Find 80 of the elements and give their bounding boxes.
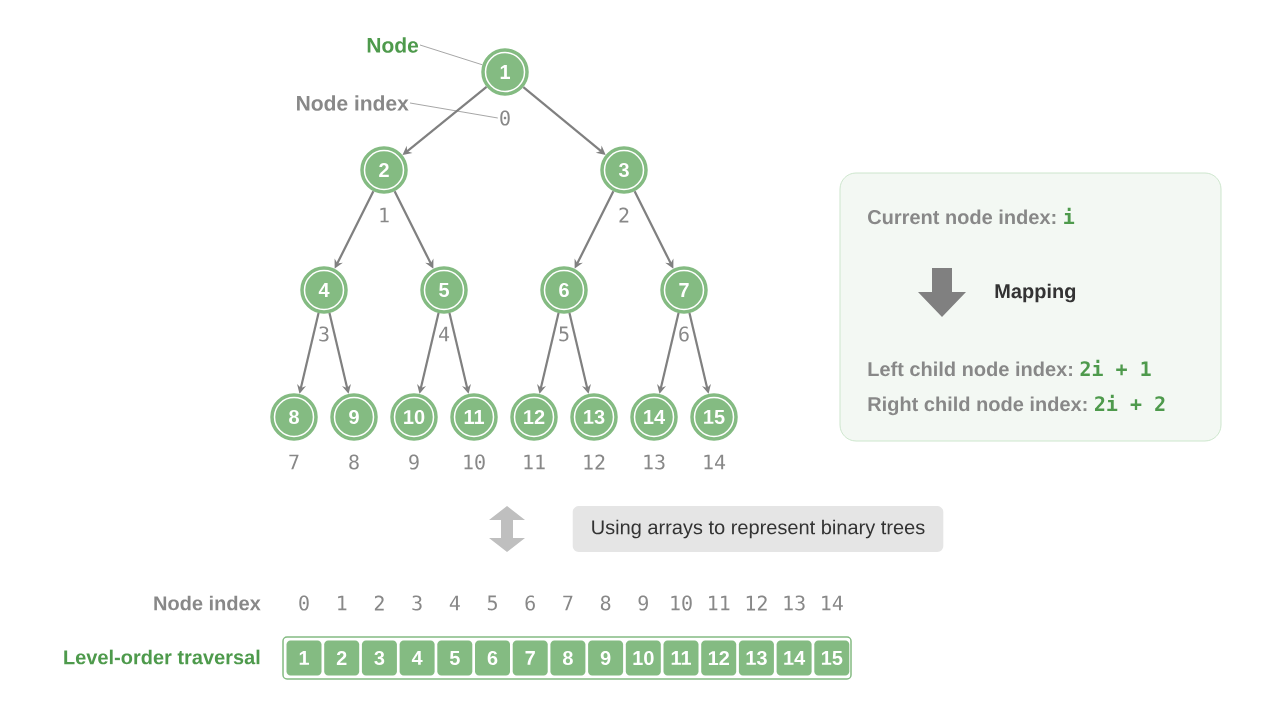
array-cell: 12 — [701, 640, 737, 676]
row-heading: Node index — [154, 595, 261, 611]
tree-node: 15 — [690, 393, 738, 441]
index-label: 3 — [319, 326, 329, 342]
tree-node: 9 — [330, 393, 378, 441]
index-label: 7 — [563, 595, 573, 611]
node-label: 5 — [449, 651, 460, 665]
array-cell: 1 — [286, 640, 322, 676]
arrow — [522, 86, 606, 155]
index-label: 10 — [464, 454, 485, 470]
index-label: 0 — [299, 595, 309, 611]
index-label: 2 — [374, 595, 384, 611]
index-label: 13 — [644, 454, 665, 470]
array-cell: 5 — [437, 640, 473, 676]
index-label: 2 — [619, 207, 629, 223]
panel-text: Left child node index: 2i + 1 — [868, 359, 1151, 377]
tree-node: 10 — [390, 393, 438, 441]
index-label: 13 — [784, 595, 805, 611]
index-label: 9 — [409, 454, 419, 470]
tree-node: 11 — [450, 393, 498, 441]
tree-node: 14 — [630, 393, 678, 441]
node-label: 12 — [708, 651, 730, 665]
index-label: 5 — [559, 326, 569, 342]
array-cell: 10 — [625, 640, 661, 676]
array-cell: 6 — [475, 640, 510, 676]
array-cell: 8 — [550, 640, 586, 676]
leader-line — [409, 102, 499, 119]
tree-node: 2 — [360, 146, 408, 194]
index-label: 4 — [439, 326, 450, 342]
tree-node: 12 — [510, 393, 558, 441]
node-label: Node index — [297, 95, 409, 111]
index-label: 8 — [600, 595, 611, 611]
tree-node: 5 — [420, 266, 468, 314]
array-cell: 15 — [814, 640, 850, 676]
index-label: 7 — [289, 454, 299, 470]
row-heading: Level-order traversal — [64, 649, 260, 665]
tree-node: 13 — [570, 393, 618, 441]
index-label: 1 — [380, 207, 389, 223]
index-label: 14 — [704, 454, 726, 470]
tree-node: 1 — [481, 48, 529, 96]
node-label: 9 — [600, 650, 611, 666]
index-label: 8 — [349, 454, 359, 470]
array-cell: 7 — [512, 640, 548, 676]
node-label: 13 — [746, 650, 767, 666]
index-label: 11 — [709, 595, 730, 611]
index-label: 12 — [746, 595, 767, 611]
index-label: 6 — [679, 326, 689, 342]
array-cell: 2 — [324, 640, 360, 676]
node-label: 3 — [374, 650, 385, 666]
array-cell: 3 — [361, 640, 397, 676]
array-cell: 4 — [399, 640, 435, 676]
index-label: 14 — [822, 595, 843, 611]
index-label: 1 — [338, 595, 347, 611]
index-label: 12 — [584, 454, 605, 470]
tree-node: 8 — [270, 393, 318, 441]
array-cell: 9 — [588, 640, 624, 676]
array-cell: 11 — [663, 640, 699, 676]
caption-banner: Using arrays to represent binary trees — [572, 506, 944, 552]
panel-text: Mapping — [995, 283, 1076, 303]
leader-line — [419, 44, 483, 66]
node-label: 7 — [525, 651, 535, 665]
index-label: 9 — [638, 595, 648, 611]
tree-node: 7 — [660, 266, 708, 314]
array-cell: 13 — [738, 640, 774, 676]
index-label: 3 — [412, 595, 422, 611]
index-label: 11 — [524, 454, 545, 470]
tree-node: 6 — [540, 266, 588, 314]
panel-text: Right child node index: 2i + 2 — [868, 394, 1165, 416]
node-label: 10 — [633, 650, 654, 666]
index-label: 6 — [525, 595, 535, 611]
node-label: Node — [367, 37, 419, 53]
index-label: 5 — [487, 595, 497, 611]
index-label: 10 — [671, 595, 692, 611]
array-cell: 14 — [776, 640, 812, 676]
tree-node: 4 — [300, 266, 348, 314]
tree-node: 3 — [600, 146, 648, 194]
index-label: 4 — [449, 595, 460, 611]
index-label: 0 — [500, 110, 510, 126]
panel-text: Current node index: i — [868, 207, 1075, 225]
node-label: 2 — [336, 651, 347, 665]
